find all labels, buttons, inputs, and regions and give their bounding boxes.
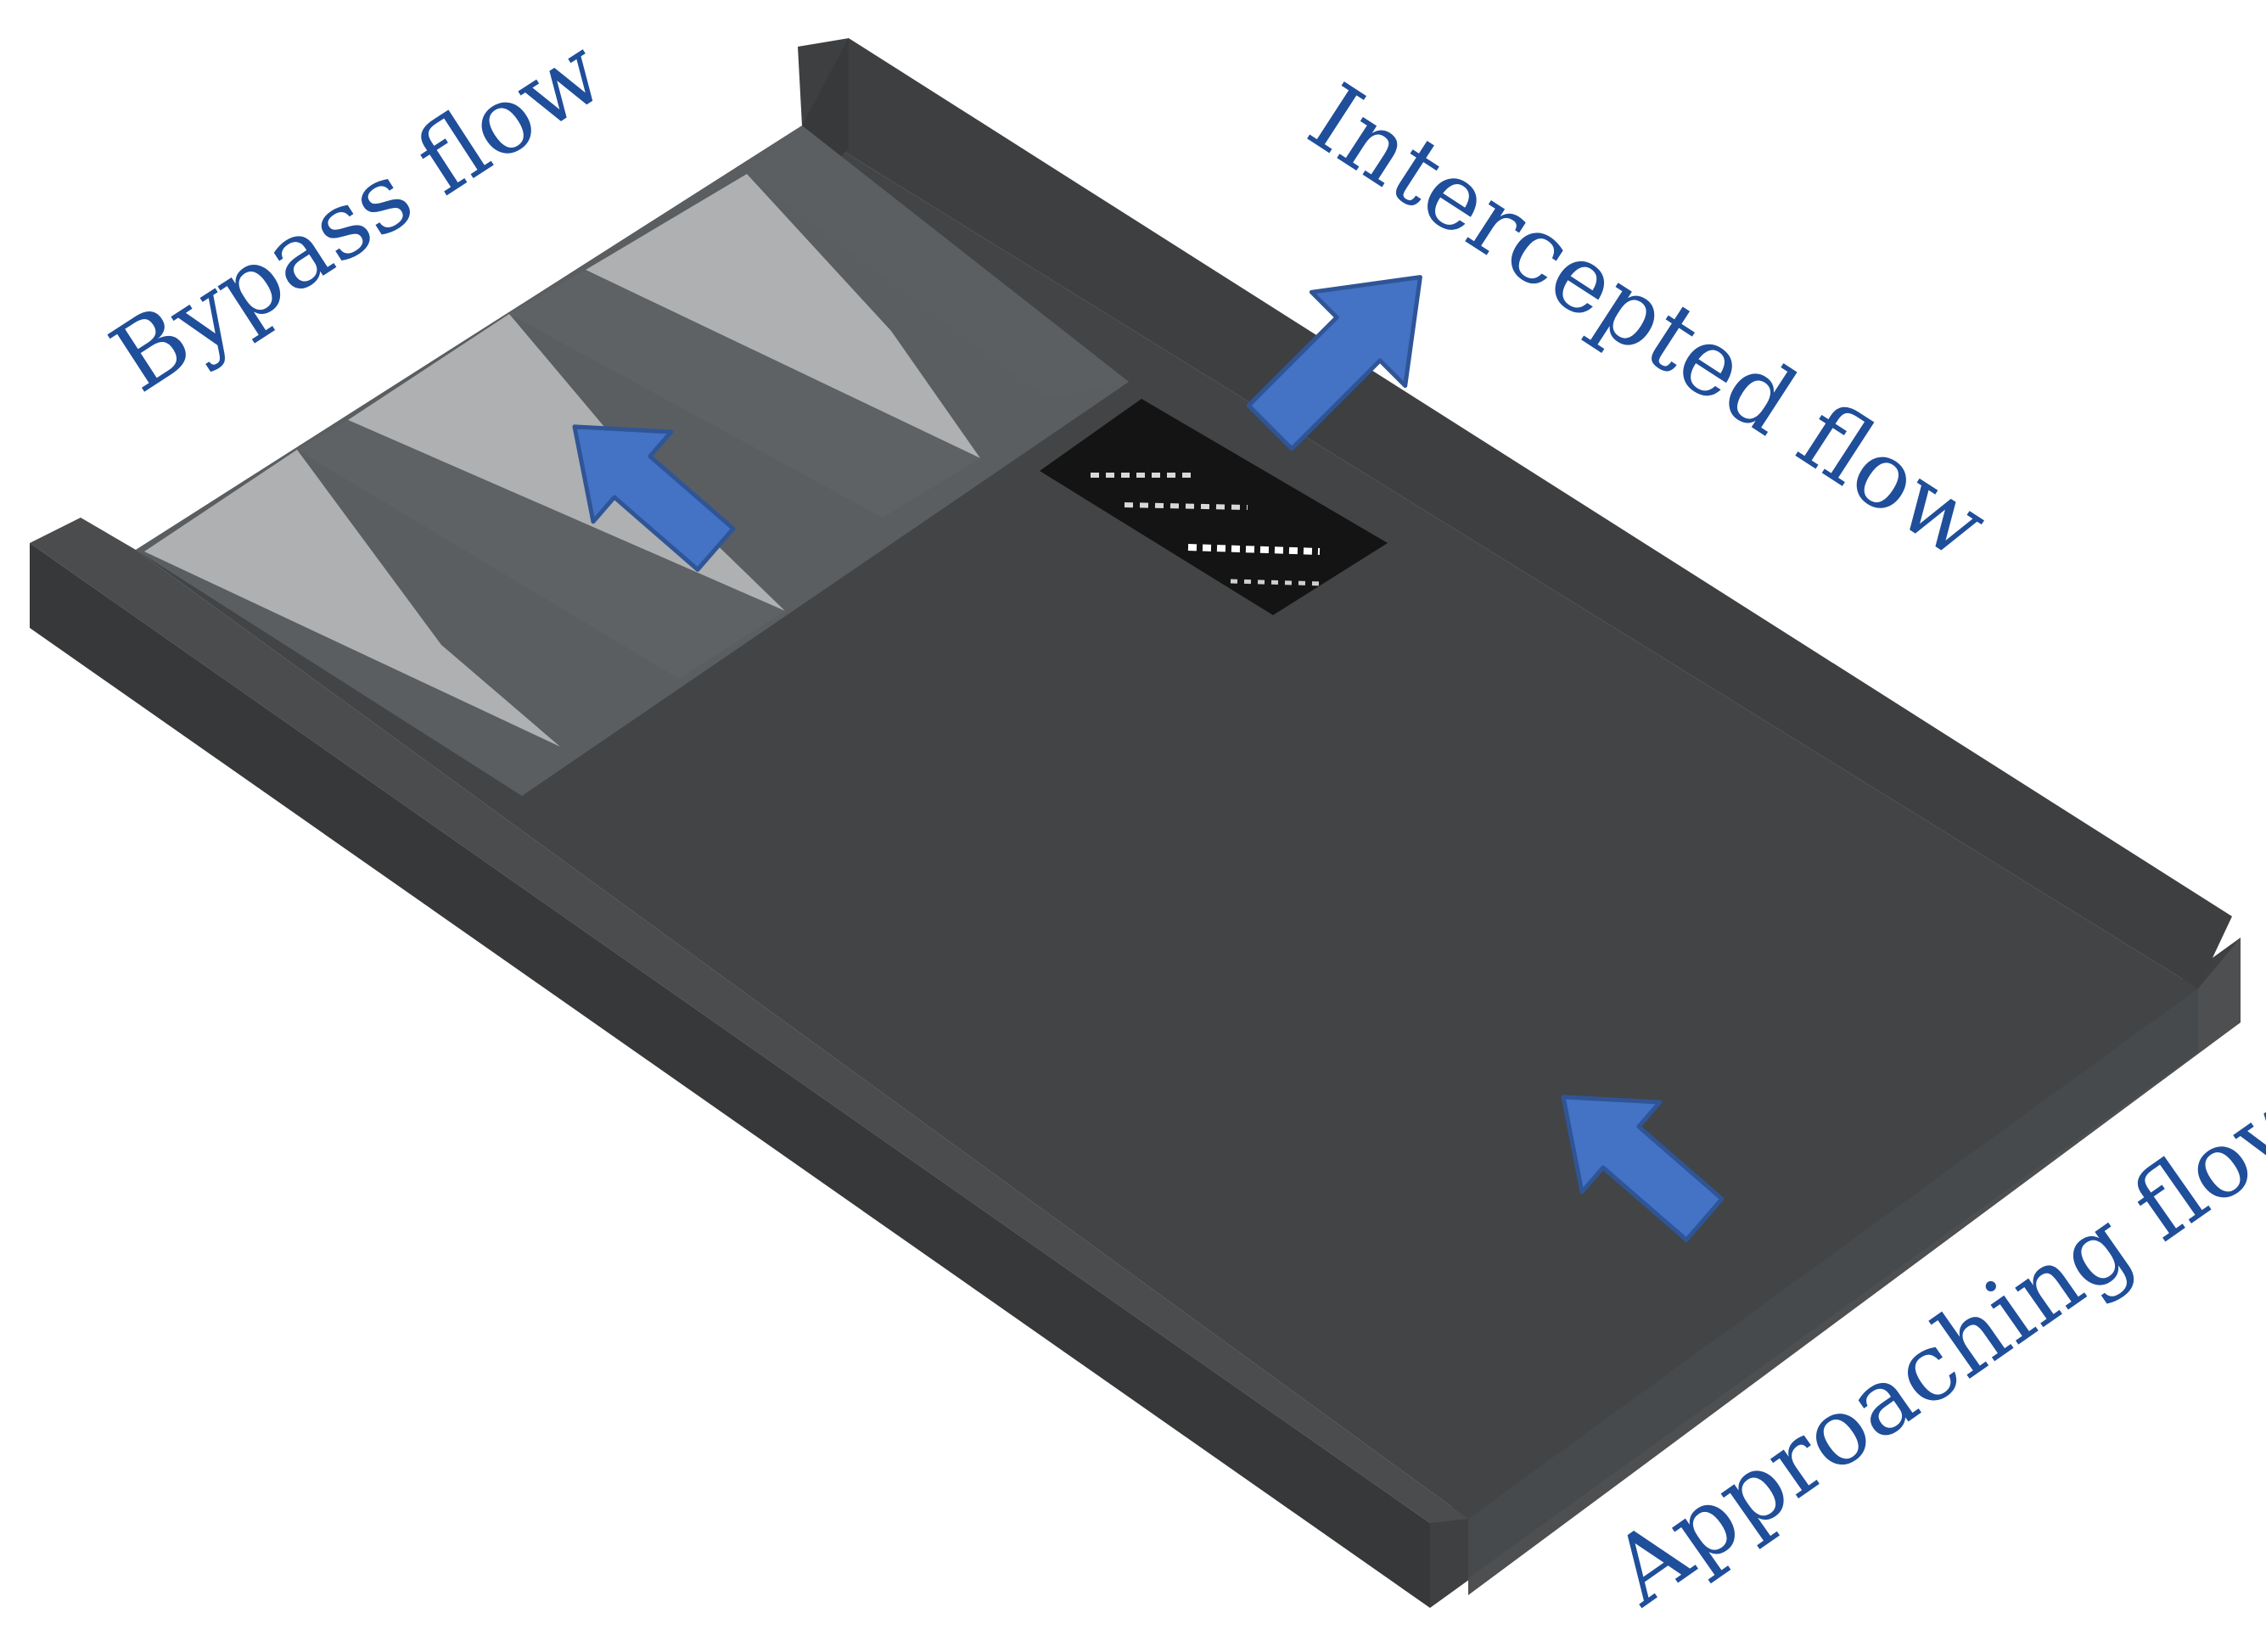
grate-slot-2	[1124, 502, 1248, 510]
end-wall-inner	[1468, 988, 2198, 1578]
grate-body	[1040, 399, 1388, 615]
near-wall-top	[30, 518, 1468, 1523]
far-wall-top	[798, 38, 2232, 988]
stripe-dark-2	[509, 270, 980, 518]
bypass-arrow-icon	[572, 424, 736, 572]
stripe-dark-1	[297, 420, 785, 679]
intercepted-arrow-icon	[1246, 275, 1422, 451]
grate-slot-3	[1187, 544, 1321, 555]
left-wall-front-face	[30, 543, 1430, 1608]
stripe-light-1	[144, 450, 560, 747]
grate-slot-4	[1230, 579, 1325, 586]
stripe-dark-3	[747, 126, 1129, 399]
stripe-light-3	[586, 174, 980, 458]
approaching-arrow-icon	[1561, 1095, 1725, 1242]
grate	[1040, 399, 1388, 615]
